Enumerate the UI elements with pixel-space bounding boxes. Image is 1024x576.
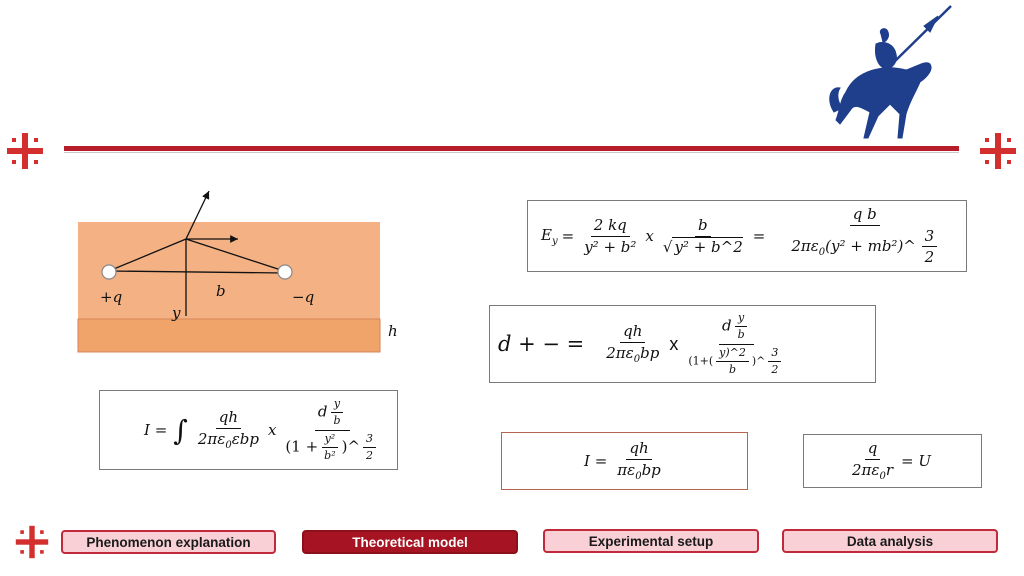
- potential-fraction: q 2πε0r: [852, 439, 893, 482]
- positive-charge: [101, 264, 117, 280]
- tab-data-analysis[interactable]: Data analysis: [782, 529, 998, 553]
- header-rule: [64, 146, 959, 153]
- diagram-graphic: [77, 190, 381, 353]
- georgian-cross-icon: [15, 525, 49, 559]
- formula-ey-box: Ey = 2 kq y² + b² x b √y² + b^2 = q b 2π…: [527, 200, 967, 272]
- formula-current-box: I = qh πε0bp: [501, 432, 748, 490]
- d-fraction-1: qh 2πε0bp: [606, 322, 660, 365]
- knight-logo-icon: [829, 5, 952, 139]
- formula-potential-box: q 2πε0r = U: [803, 434, 982, 488]
- integral-fraction-1: qh 2πε0εbp: [197, 408, 259, 451]
- georgian-cross-icon: [980, 133, 1016, 169]
- label-y: y: [172, 304, 181, 322]
- label-minus-q: −q: [292, 288, 315, 306]
- ey-fraction-1: 2 kq y² + b²: [584, 216, 637, 256]
- label-plus-q: +q: [100, 288, 123, 306]
- dielectric-region: [78, 222, 380, 319]
- d-lhs: d + − =: [498, 332, 585, 356]
- potential-rhs: = U: [901, 452, 931, 470]
- negative-charge: [277, 264, 293, 280]
- charge-diagram: +q b −q y h: [76, 186, 406, 356]
- tab-phenomenon-explanation[interactable]: Phenomenon explanation: [61, 530, 276, 554]
- ey-lhs: Ey: [541, 225, 558, 247]
- integral-sign: ∫: [173, 413, 188, 447]
- label-h: h: [388, 322, 398, 340]
- conductor-plate: [77, 318, 381, 353]
- current-lhs: I =: [584, 452, 608, 470]
- georgian-cross-icon: [7, 133, 43, 169]
- current-fraction: qh πε0bp: [617, 439, 661, 482]
- integral-lhs: I =: [144, 421, 168, 439]
- ey-fraction-2: b √y² + b^2: [662, 216, 743, 256]
- label-b: b: [216, 282, 226, 300]
- tab-theoretical-model[interactable]: Theoretical model: [302, 530, 518, 554]
- tab-experimental-setup[interactable]: Experimental setup: [543, 529, 759, 553]
